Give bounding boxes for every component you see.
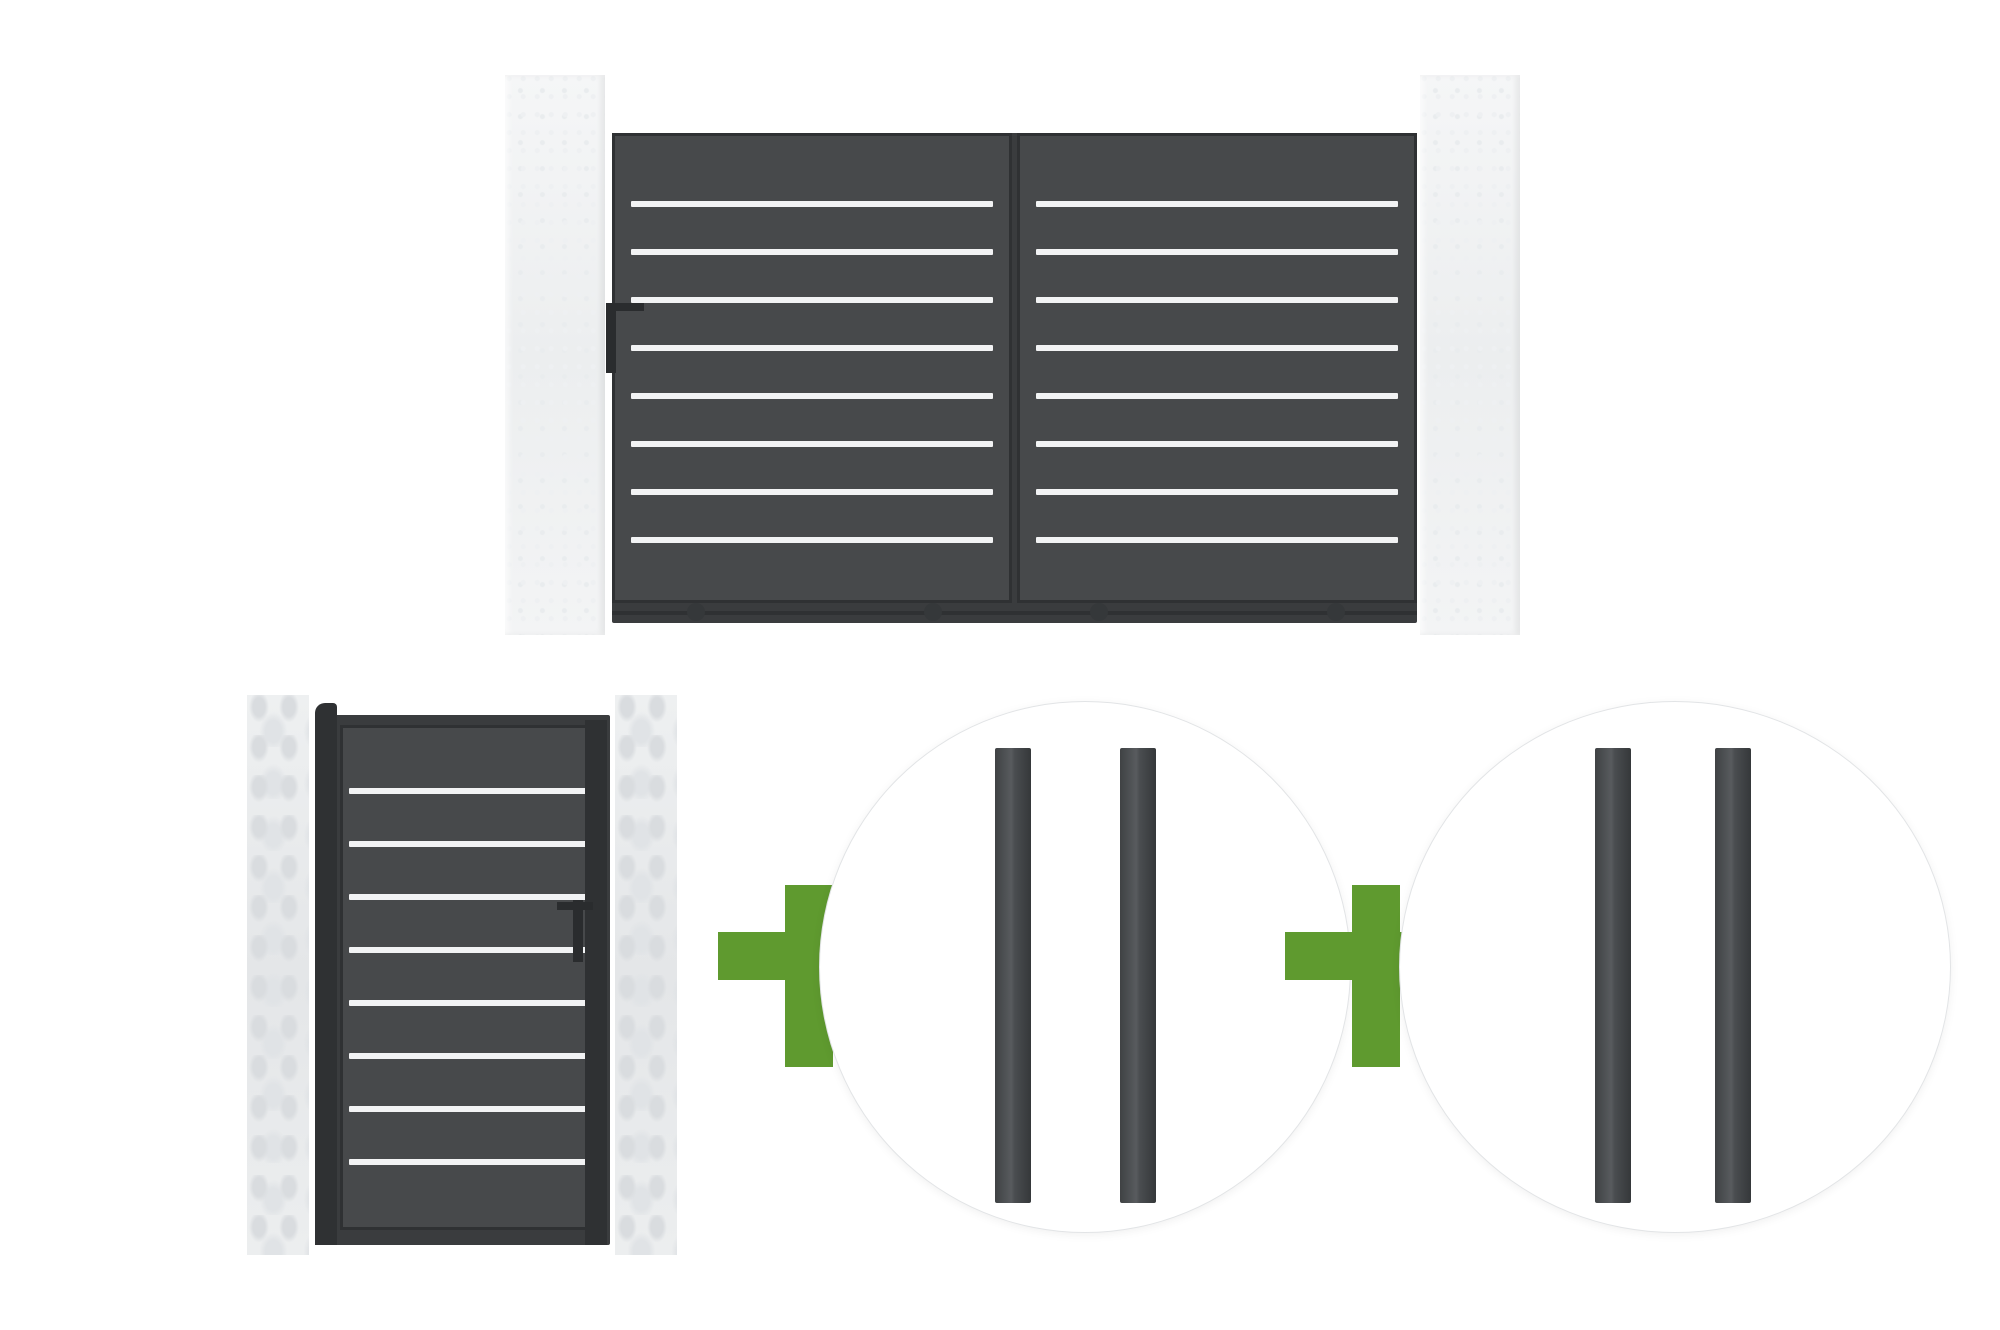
roller — [1090, 603, 1108, 621]
slat-gap — [631, 249, 993, 255]
slat-gap — [349, 894, 593, 900]
roller — [924, 603, 942, 621]
post-circle-2 — [1400, 702, 1950, 1232]
slat-gap — [349, 1159, 593, 1165]
slat-gap — [1036, 201, 1398, 207]
left-pillar-top — [505, 75, 605, 635]
pedestrian-leaf — [340, 725, 602, 1230]
slat-gap — [1036, 393, 1398, 399]
pedestrian-handle-icon — [573, 900, 583, 962]
slat-gap — [1036, 297, 1398, 303]
slat-gap — [631, 441, 993, 447]
pedestrian-gate — [315, 703, 610, 1245]
double-gate — [606, 133, 1417, 623]
slat-gap — [1036, 537, 1398, 543]
slat-gap — [349, 788, 593, 794]
post-icon — [1595, 748, 1631, 1203]
slat-gap — [1036, 441, 1398, 447]
right-pillar-pedestrian — [615, 695, 677, 1255]
slat-gap — [349, 1000, 593, 1006]
post-icon — [995, 748, 1031, 1203]
slat-gap — [631, 489, 993, 495]
hinge-post — [315, 703, 337, 1245]
roller — [1327, 603, 1345, 621]
slat-gap — [349, 1053, 593, 1059]
slat-gap — [1036, 345, 1398, 351]
roller — [687, 603, 705, 621]
gate-leaf-right — [1017, 133, 1417, 603]
slat-gap — [631, 345, 993, 351]
slat-gap — [631, 393, 993, 399]
gate-lever — [606, 303, 644, 311]
latch-post — [585, 720, 607, 1245]
bottom-rail — [612, 611, 1417, 615]
slat-gap — [349, 1106, 593, 1112]
slat-gap — [1036, 249, 1398, 255]
pedestrian-lever — [557, 902, 593, 910]
right-pillar-top — [1420, 75, 1520, 635]
slat-gap — [1036, 489, 1398, 495]
slat-gap — [631, 201, 993, 207]
plus-icon-vertical — [1352, 885, 1400, 1067]
left-pillar-pedestrian — [247, 695, 309, 1255]
gate-handle-icon — [606, 303, 616, 373]
post-circle-1 — [820, 702, 1350, 1232]
slat-gap — [631, 297, 993, 303]
slat-gap — [349, 947, 593, 953]
slat-gap — [349, 841, 593, 847]
post-icon — [1120, 748, 1156, 1203]
gate-leaf-left — [612, 133, 1012, 603]
slat-gap — [631, 537, 993, 543]
post-icon — [1715, 748, 1751, 1203]
